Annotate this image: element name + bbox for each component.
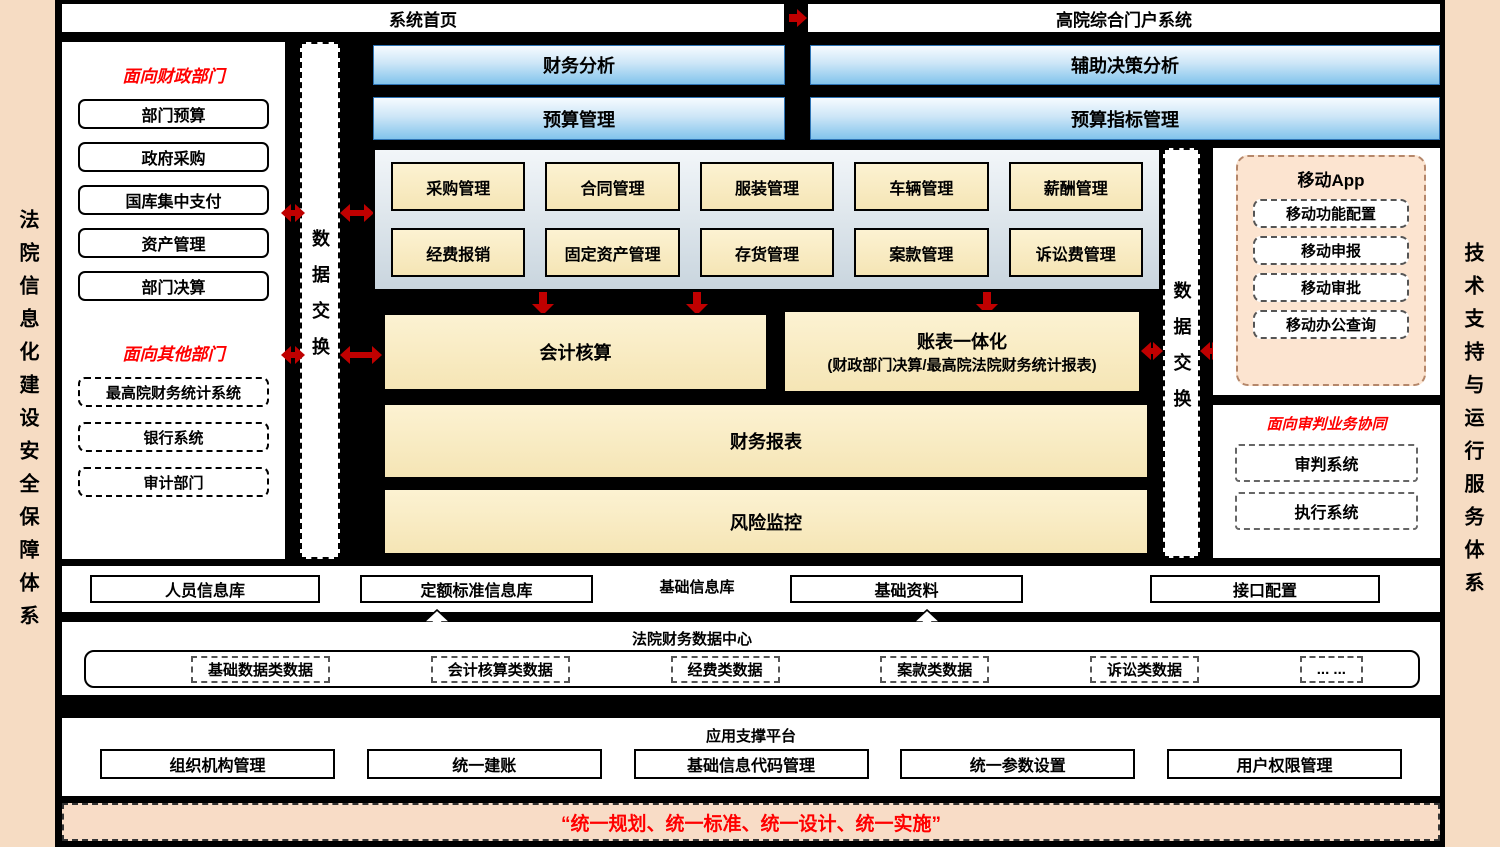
finance-item-treasury: 国库集中支付 (78, 185, 269, 215)
double-arrow-icon (1200, 342, 1222, 360)
finance-item-budget: 部门预算 (78, 99, 269, 129)
finance-item-assets: 资产管理 (78, 228, 269, 258)
data-exchange-right-bar: 数据交换 (1163, 148, 1200, 558)
base-info-interface-config: 接口配置 (1150, 575, 1380, 603)
budget-management-label: 预算管理 (543, 109, 615, 130)
ledger-title: 账表一体化 (917, 332, 1007, 352)
ledger-integration-box: 账表一体化 (财政部门决算/最高院法院财务统计报表) (783, 310, 1141, 393)
finance-item-procurement: 政府采购 (78, 142, 269, 172)
module-vehicle: 车辆管理 (854, 162, 989, 211)
double-arrow-icon (340, 204, 374, 222)
trial-system-box: 审判系统 (1235, 444, 1418, 482)
right-sidebar-label: 技术支持与运行服务体系 (1461, 242, 1483, 605)
mobile-item-approve: 移动审批 (1253, 273, 1409, 302)
double-arrow-icon (1141, 342, 1163, 360)
mobile-app-panel: 移动App 移动功能配置 移动申报 移动审批 移动办公查询 (1213, 148, 1440, 395)
data-exchange-left-label: 数据交换 (310, 228, 330, 373)
accounting-box: 会计核算 (383, 313, 768, 391)
financial-analysis-bar: 财务分析 (373, 45, 785, 85)
double-arrow-icon (281, 346, 305, 364)
base-info-title: 基础信息库 (659, 579, 735, 596)
module-case-funds: 案款管理 (854, 228, 989, 277)
left-sidebar-banner: 法院信息化建设安全保障体系 (0, 0, 55, 847)
other-dept-title: 面向其他部门 (122, 345, 225, 364)
base-info-quota: 定额标准信息库 (360, 575, 593, 603)
module-contract: 合同管理 (545, 162, 680, 211)
data-expense: 经费类数据 (670, 655, 780, 683)
platform-unified-accounts: 统一建账 (366, 749, 602, 779)
mobile-item-query: 移动办公查询 (1253, 310, 1409, 339)
platform-code-mgmt: 基础信息代码管理 (633, 749, 869, 779)
data-exchange-right-label: 数据交换 (1171, 281, 1192, 425)
data-more: ... ... (1299, 655, 1363, 683)
base-info-bar: 人员信息库 定额标准信息库 基础信息库 基础资料 接口配置 (62, 566, 1440, 612)
base-info-materials: 基础资料 (790, 575, 1023, 603)
system-home-label: 系统首页 (389, 10, 457, 30)
right-arrow-icon (789, 9, 807, 27)
financial-reports-label: 财务报表 (730, 432, 802, 452)
data-center-container: 基础数据类数据 会计核算类数据 经费类数据 案款类数据 诉讼类数据 ... ..… (84, 650, 1420, 688)
module-reimbursement: 经费报销 (391, 228, 526, 277)
module-clothing: 服装管理 (699, 162, 835, 211)
module-procurement: 采购管理 (391, 162, 526, 211)
finance-dept-title: 面向财政部门 (122, 67, 225, 86)
portal-label: 高院综合门户系统 (1056, 10, 1192, 30)
trial-collaboration-panel: 面向审判业务协同 审判系统 执行系统 (1213, 405, 1440, 558)
execution-system-box: 执行系统 (1235, 492, 1418, 530)
accounting-label: 会计核算 (539, 343, 612, 363)
business-module-grid: 采购管理 合同管理 服装管理 车辆管理 薪酬管理 经费报销 固定资产管理 存货管… (373, 148, 1161, 291)
data-exchange-left-bar: 数据交换 (300, 42, 340, 559)
data-center-bar: 法院财务数据中心 基础数据类数据 会计核算类数据 经费类数据 案款类数据 诉讼类… (62, 622, 1440, 695)
mobile-app-title: 移动App (1297, 171, 1365, 190)
other-item-supreme-court-stats: 最高院财务统计系统 (78, 377, 269, 407)
financial-reports-box: 财务报表 (383, 403, 1149, 479)
mobile-app-inner-panel: 移动App 移动功能配置 移动申报 移动审批 移动办公查询 (1236, 155, 1426, 386)
decision-support-bar: 辅助决策分析 (810, 45, 1440, 85)
down-arrow-icon (976, 292, 998, 315)
down-arrow-icon (532, 292, 554, 315)
base-info-personnel: 人员信息库 (90, 575, 320, 603)
double-arrow-icon (281, 204, 305, 222)
budget-management-bar: 预算管理 (373, 97, 785, 140)
bottom-banner: “统一规划、统一标准、统一设计、统一实施” (62, 803, 1440, 841)
finance-item-final-accounts: 部门决算 (78, 271, 269, 301)
budget-indicator-label: 预算指标管理 (1071, 109, 1179, 130)
budget-indicator-bar: 预算指标管理 (810, 97, 1440, 140)
ledger-subtitle: (财政部门决算/最高院法院财务统计报表) (827, 357, 1097, 374)
left-sidebar-label: 法院信息化建设安全保障体系 (16, 209, 38, 638)
platform-user-permissions: 用户权限管理 (1167, 749, 1402, 779)
data-center-title: 法院财务数据中心 (631, 631, 752, 648)
double-arrow-icon (340, 346, 382, 364)
other-item-audit-dept: 审计部门 (78, 467, 269, 497)
platform-param-settings: 统一参数设置 (900, 749, 1136, 779)
module-litigation-fees: 诉讼费管理 (1008, 228, 1143, 277)
portal-bar: 高院综合门户系统 (808, 4, 1440, 32)
mobile-item-config: 移动功能配置 (1253, 199, 1409, 228)
other-item-bank-system: 银行系统 (78, 422, 269, 452)
mobile-item-declare: 移动申报 (1253, 236, 1409, 265)
module-salary: 薪酬管理 (1008, 162, 1143, 211)
financial-analysis-label: 财务分析 (543, 56, 615, 76)
risk-monitoring-box: 风险监控 (383, 488, 1149, 555)
platform-org-mgmt: 组织机构管理 (100, 749, 335, 779)
support-platform-title: 应用支撑平台 (705, 728, 796, 745)
support-platform-bar: 应用支撑平台 组织机构管理 统一建账 基础信息代码管理 统一参数设置 用户权限管… (62, 718, 1440, 796)
support-platform-row: 组织机构管理 统一建账 基础信息代码管理 统一参数设置 用户权限管理 (100, 749, 1402, 779)
decision-support-label: 辅助决策分析 (1071, 56, 1179, 76)
data-litigation: 诉讼类数据 (1090, 655, 1200, 683)
right-sidebar-banner: 技术支持与运行服务体系 (1445, 0, 1500, 847)
module-inventory: 存货管理 (699, 228, 835, 277)
system-home-bar: 系统首页 (62, 4, 784, 32)
risk-monitoring-label: 风险监控 (730, 512, 802, 533)
data-accounting: 会计核算类数据 (430, 655, 570, 683)
module-fixed-assets: 固定资产管理 (545, 228, 680, 277)
bottom-banner-label: “统一规划、统一标准、统一设计、统一实施” (560, 813, 941, 835)
trial-panel-title: 面向审判业务协同 (1266, 416, 1387, 433)
finance-dept-panel: 面向财政部门 部门预算 政府采购 国库集中支付 资产管理 部门决算 面向其他部门… (62, 42, 285, 559)
down-arrow-icon (686, 292, 708, 315)
data-basic: 基础数据类数据 (191, 655, 331, 683)
data-case-funds: 案款类数据 (880, 655, 990, 683)
